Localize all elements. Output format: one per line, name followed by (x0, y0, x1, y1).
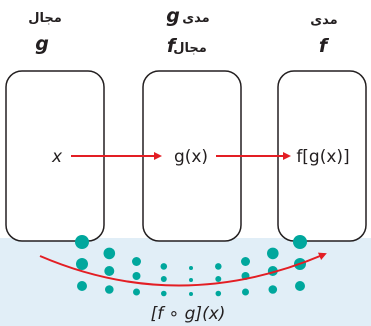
header-right-arabic: مدى (310, 13, 337, 28)
composition-label: [f ∘ g](x) (151, 304, 226, 324)
teal-dot (215, 263, 222, 270)
teal-dot (161, 263, 168, 270)
teal-dot (215, 276, 221, 282)
header-left-arabic: مجال (28, 11, 62, 26)
teal-dot (189, 266, 193, 270)
teal-dot (105, 285, 114, 294)
teal-dot (75, 235, 89, 249)
input-x-label: x (51, 147, 63, 167)
header-middle-arabic-bottom: مجال (173, 41, 207, 56)
teal-dot (267, 248, 279, 260)
header-middle-arabic-top: مدى (182, 11, 209, 26)
teal-dot (293, 235, 307, 249)
teal-dot (189, 292, 193, 296)
teal-dot (295, 281, 305, 291)
f-of-g-of-x-label: f[g(x)] (296, 147, 349, 167)
teal-dot (161, 276, 167, 282)
teal-dot (132, 257, 141, 266)
teal-dot (133, 289, 140, 296)
teal-dot (216, 291, 222, 297)
teal-dot (189, 278, 193, 282)
teal-dot (133, 272, 141, 280)
teal-dot (269, 285, 278, 294)
teal-dot (104, 248, 116, 260)
header-middle-variable-top: g (166, 5, 180, 27)
teal-dot (104, 266, 114, 276)
teal-dot (161, 291, 167, 297)
teal-dot (76, 258, 88, 270)
header-left-variable: g (35, 33, 49, 55)
g-of-x-label: g(x) (174, 147, 208, 167)
teal-dot (242, 289, 249, 296)
teal-dot (77, 281, 87, 291)
header-right-variable: f (319, 35, 330, 57)
teal-dot (241, 257, 250, 266)
